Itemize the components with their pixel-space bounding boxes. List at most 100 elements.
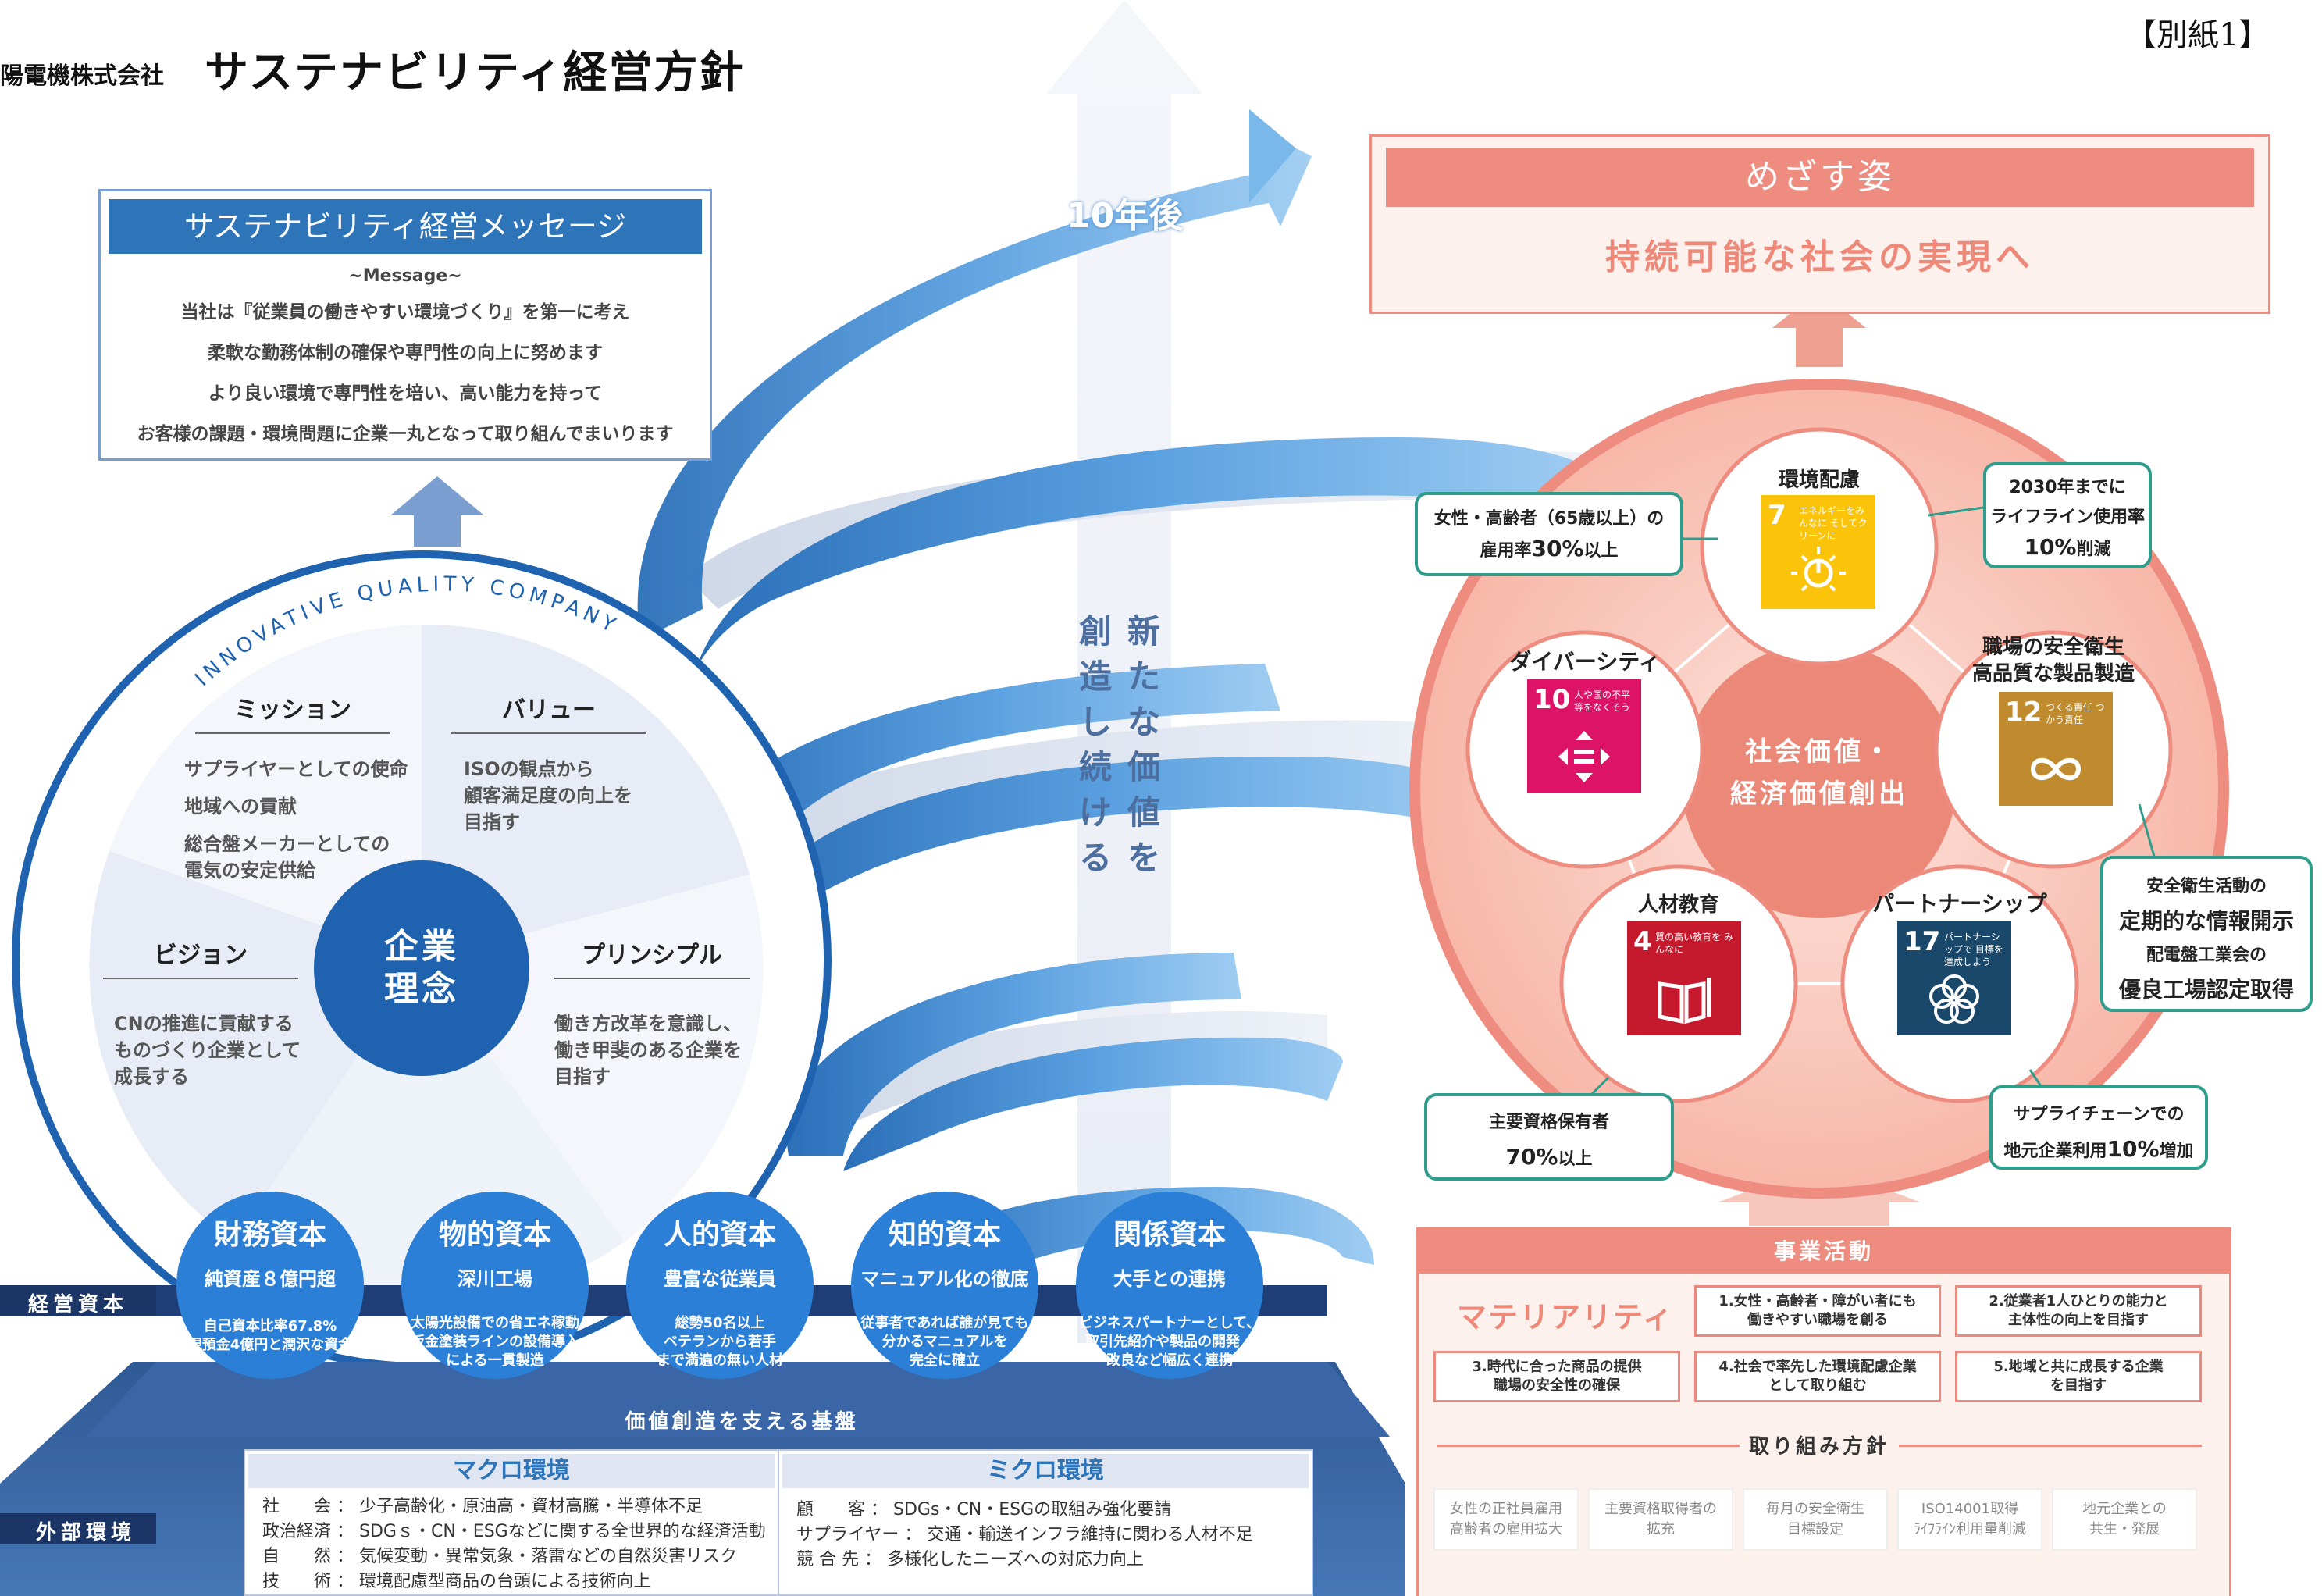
- goal-text: 持続可能な社会の実現へ: [1605, 237, 2035, 277]
- materiality-item: 5.地域と共に成長する企業を目指す: [1955, 1351, 2202, 1402]
- macro-row: 政治経済 ： SDGｓ・CN・ESGなどに関する全世界的な経済活動: [262, 1522, 766, 1541]
- capitals-row-label: 経営資本: [28, 1293, 129, 1316]
- row-key: 顧 客: [796, 1500, 866, 1519]
- callout-qualification: 主要資格保有者 70%以上: [1424, 1093, 1674, 1181]
- callout-line: ライフライン使用率: [1989, 508, 2145, 527]
- book-icon: [1658, 978, 1711, 1024]
- capital-detail-line: 分かるマニュアルを: [881, 1334, 1008, 1350]
- vertical-char: る: [1078, 839, 1112, 877]
- message-label: ~Message~: [348, 266, 462, 286]
- vertical-char: た: [1127, 657, 1160, 696]
- capital-subtitle: 純資産８億円超: [205, 1268, 336, 1290]
- capital-detail-line: ベテランから若手: [664, 1334, 776, 1350]
- vertical-text-col2: 創 造 し 続 け る: [1076, 609, 1115, 881]
- value-line: 目指す: [464, 811, 520, 833]
- goal-box: めざす姿 持続可能な社会の実現へ: [1369, 134, 2270, 314]
- policy-line: 毎月の安全衛生: [1766, 1501, 1864, 1517]
- sdg-number: 7: [1768, 500, 1786, 531]
- mission-line: 地域への貢献: [184, 796, 297, 818]
- value-line: ISOの観点から: [464, 758, 594, 780]
- capital-detail-line: まで満遍の無い人材: [657, 1352, 783, 1369]
- principle-title: プリンシプル: [554, 935, 750, 979]
- capital-detail: 太陽光設備での省エネ稼動 板金塗装ラインの設備導入 による一貫製造: [401, 1314, 589, 1370]
- callout-line: 2030年までに: [2009, 478, 2126, 497]
- materiality-line: 5.地域と共に成長する企業: [1993, 1359, 2164, 1375]
- materiality-line: 2.従業者1人ひとりの能力と: [1989, 1293, 2168, 1309]
- node-env-title: 環境配慮: [1778, 468, 1860, 492]
- equality-arrows-icon: [1558, 731, 1610, 782]
- mission-body: サプライヤーとしての使命 地域への貢献 総合盤メーカーとしての 電気の安定供給: [184, 756, 434, 884]
- materiality-line: 3.時代に合った商品の提供: [1472, 1359, 1642, 1375]
- principle-line: 働き甲斐のある企業を: [554, 1039, 742, 1061]
- principle-line: 目指す: [554, 1066, 611, 1088]
- capital-detail: 自己資本比率67.8% 現預金4億円と潤沢な資金: [176, 1317, 364, 1355]
- callout-line: 優良工場認定取得: [2118, 977, 2294, 1003]
- micro-rows: 顧 客 ： SDGs・CN・ESGの取組み強化要請 サプライヤー ： 交通・輸送…: [779, 1491, 1312, 1573]
- row-value: 環境配慮型商品の台頭による技術向上: [359, 1572, 651, 1591]
- capital-title: 人的資本: [663, 1219, 776, 1251]
- materiality-item: 1.女性・高齢者・障がい者にも働きやすい職場を創る: [1694, 1285, 1941, 1337]
- capital-detail-line: 板金塗装ラインの設備導入: [411, 1334, 579, 1350]
- vertical-char: 新: [1127, 612, 1160, 650]
- sdg-text: つくる責任 つかう責任: [2046, 702, 2105, 725]
- policy-line: 地元企業との: [2082, 1501, 2167, 1517]
- mission-line: 総合盤メーカーとしての: [184, 833, 390, 855]
- vertical-char: 造: [1078, 657, 1112, 696]
- vision-title: ビジョン: [103, 935, 298, 979]
- environment-table: マクロ環境 社 会 ： 少子高齢化・原油高・資材高騰・半導体不足 政治経済 ： …: [244, 1449, 1313, 1596]
- value-center-line: 経済価値創出: [1730, 778, 1908, 810]
- sdg-10-tile: 10 人や国の不平等をなくそう: [1527, 679, 1641, 793]
- vertical-char: し: [1078, 703, 1112, 741]
- capital-title: 関係資本: [1113, 1219, 1226, 1251]
- capital-title: 物的資本: [438, 1219, 551, 1251]
- capital-subtitle: 豊富な従業員: [664, 1268, 776, 1290]
- policy-divider-right: [1899, 1445, 2202, 1447]
- sdg-17-tile: 17 パートナーシップで 目標を達成しよう: [1897, 921, 2011, 1035]
- sdg-number: 4: [1633, 926, 1652, 957]
- message-line: 当社は『従業員の働きやすい環境づくり』を第一に考え: [180, 302, 630, 322]
- capital-detail-line: 従事者であれば誰が見ても: [860, 1315, 1029, 1331]
- micro-panel: ミクロ環境 顧 客 ： SDGs・CN・ESGの取組み強化要請 サプライヤー ：…: [779, 1451, 1312, 1594]
- callout-line: 主要資格保有者: [1488, 1113, 1609, 1132]
- philosophy-center-line: 理念: [384, 969, 459, 1009]
- policy-item: 毎月の安全衛生目標設定: [1743, 1488, 1888, 1551]
- macro-row: 自 然 ： 気候変動・異常気象・落雷などの自然災害リスク: [262, 1547, 738, 1566]
- capital-relationship: 関係資本 大手との連携 ビジネスパートナーとして、 取引先紹介や製品の開発・ 改…: [1076, 1192, 1263, 1379]
- capital-human: 人的資本 豊富な従業員 総勢50名以上 ベテランから若手 まで満遍の無い人材: [626, 1192, 814, 1379]
- row-key: 技 術: [262, 1572, 332, 1591]
- row-value: 交通・輸送インフラ維持に関わる人材不足: [927, 1525, 1253, 1544]
- micro-row: 顧 客 ： SDGs・CN・ESGの取組み強化要請: [796, 1500, 1172, 1519]
- mission-line: サプライヤーとしての使命: [184, 758, 408, 780]
- materiality-label: マテリアリティ: [1457, 1300, 1674, 1334]
- message-title: サステナビリティ経営メッセージ: [109, 199, 702, 254]
- callout-line: 安全衛生活動の: [2146, 877, 2267, 896]
- partnership-flower-icon: [1929, 974, 1979, 1024]
- materiality-line: 働きやすい職場を創る: [1747, 1312, 1888, 1328]
- callout-line: 雇用率30%以上: [1480, 536, 1619, 561]
- goal-title: めざす姿: [1386, 148, 2254, 207]
- capital-title: 財務資本: [213, 1219, 326, 1251]
- callout-women-employment: 女性・高齢者（65歳以上）の 雇用率30%以上: [1415, 492, 1683, 576]
- row-key: サプライヤー: [796, 1525, 899, 1544]
- policy-item: 女性の正社員雇用高齢者の雇用拡大: [1433, 1488, 1579, 1551]
- callout-lifeline: 2030年までに ライフライン使用率 10%削減: [1983, 462, 2152, 568]
- mission-title: ミッション: [195, 690, 390, 734]
- vertical-char: 値: [1127, 793, 1160, 832]
- sdg-text: 人や国の不平等をなくそう: [1574, 689, 1631, 713]
- value-title: バリュー: [451, 690, 646, 734]
- row-value: 多様化したニーズへの対応力向上: [887, 1550, 1144, 1569]
- philosophy-center-line: 企業: [384, 927, 459, 967]
- materiality-line: を目指す: [2050, 1377, 2107, 1394]
- materiality-line: として取り組む: [1768, 1377, 1867, 1394]
- vertical-char: け: [1078, 793, 1112, 832]
- node-education-title: 人材教育: [1637, 893, 1719, 917]
- capital-detail: 総勢50名以上 ベテランから若手 まで満遍の無い人材: [626, 1314, 814, 1370]
- row-key: 競 合 先: [796, 1550, 859, 1569]
- callout-line: 70%以上: [1505, 1144, 1593, 1170]
- ring-text: INNOVATIVE QUALITY COMPANY: [191, 572, 618, 691]
- capital-physical: 物的資本 深川工場 太陽光設備での省エネ稼動 板金塗装ラインの設備導入 による一…: [401, 1192, 589, 1379]
- node-partnership-title: パートナーシップ: [1872, 891, 2047, 917]
- sdg-number: 12: [2005, 696, 2042, 728]
- policy-line: 高齢者の雇用拡大: [1450, 1521, 1562, 1537]
- infinity-icon: [2030, 757, 2082, 781]
